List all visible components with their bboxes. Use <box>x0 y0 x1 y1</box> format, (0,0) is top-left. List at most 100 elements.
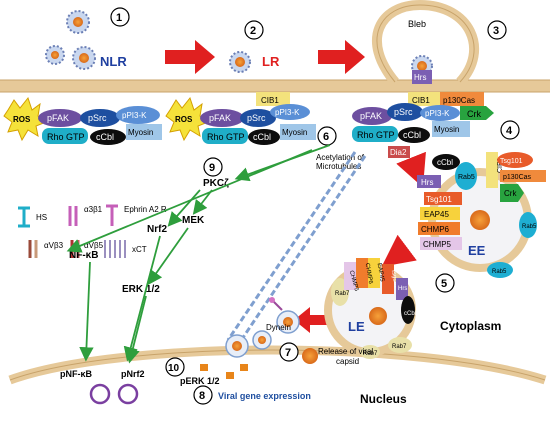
nfkb-label: NF-κB <box>69 250 98 261</box>
hrs-label-le: Hrs <box>398 286 407 292</box>
ros-burst-icon <box>3 96 48 142</box>
pfak-label-2: pFAK <box>209 113 231 123</box>
legend: HS α3β1 Ephrin A2 R αVβ3 αVβ5 xCT <box>18 204 167 258</box>
chmp6-label: CHMP6 <box>421 225 450 234</box>
virus-icon <box>45 10 433 77</box>
crk-label-ee: Crk <box>504 189 517 198</box>
pfak-label: pFAK <box>47 113 69 123</box>
ccbl-label-le: cCbl <box>404 311 416 317</box>
tsg101-label: Tsg101 <box>500 158 523 165</box>
myosin-label-3: Myosin <box>434 125 459 134</box>
erk-label: ERK 1/2 <box>122 284 160 295</box>
ppi3k-label-3: pPI3-K <box>425 109 450 118</box>
le-label: LE <box>348 319 365 334</box>
legend-avb3: αVβ3 <box>44 241 64 250</box>
legend-xct: xCT <box>132 245 147 254</box>
mek-label: MEK <box>182 215 205 226</box>
ros-label: ROS <box>13 115 31 124</box>
chmp5-label: CHMP5 <box>423 240 452 249</box>
myosin-label-2: Myosin <box>282 128 307 137</box>
plasma-membrane <box>0 79 550 93</box>
myosin-label: Myosin <box>128 128 153 137</box>
ros-burst-icon <box>165 96 210 142</box>
eap45-label: EAP45 <box>424 210 449 219</box>
p130cas-label-ee: p130Cas <box>503 174 532 181</box>
rho-gtp-label-2: Rho GTP <box>207 132 245 142</box>
pnfkb-label: pNF-κB <box>60 369 93 379</box>
p130cas-label: p130Cas <box>443 96 475 105</box>
release-label-1: Release of viral <box>318 347 373 356</box>
lr-label: LR <box>262 54 280 69</box>
chmp6-label-le: CHMP6 <box>364 263 374 285</box>
step-9: 9 <box>209 162 215 174</box>
release-label-2: capsid <box>336 357 359 366</box>
rab7-label: Rab7 <box>335 291 350 297</box>
psrc-label-2: pSrc <box>247 113 266 123</box>
legend-hs: HS <box>36 213 47 222</box>
early-endosome: EE Hrs cCbl Rab5 CIB1 Tsg101 p130Cas Crk… <box>417 152 546 278</box>
capsid-icon <box>470 210 490 230</box>
step-5: 5 <box>441 278 447 290</box>
pkcz-label: PKCζ <box>203 178 229 189</box>
crk-label: Crk <box>467 109 481 119</box>
ccbl-label-ee: cCbl <box>437 158 453 167</box>
viral-expression-label: Viral gene expression <box>218 391 311 401</box>
rab7-label-le-3: Rab7 <box>363 351 378 357</box>
green-arrow-icon <box>66 144 331 364</box>
cytoplasm-label: Cytoplasm <box>440 319 501 333</box>
ppi3k-label: pPI3-K <box>122 111 147 120</box>
pfak-label-3: pFAK <box>360 111 382 121</box>
step-7: 7 <box>285 347 291 359</box>
cib1-label-ee: CIB1 <box>497 157 504 173</box>
ee-label: EE <box>468 243 486 258</box>
late-endosome: LE Rab7 CHMP5 CHMP6 EAP45 Tsg101 Hrs cCb… <box>324 258 416 359</box>
rho-gtp-label-3: Rho GTP <box>357 130 395 140</box>
step-3: 3 <box>493 25 499 37</box>
bleb-membrane: Bleb <box>372 0 480 86</box>
rab5-label-ee-2: Rab5 <box>522 224 537 230</box>
legend-ephrin: Ephrin A2 R <box>124 205 167 214</box>
nuclear-factors: pNF-κB pNrf2 pERK 1/2 <box>60 364 248 405</box>
chmp5-label-le: CHMP5 <box>348 270 359 292</box>
ccbl-label-2: cCbl <box>253 132 271 142</box>
legend-avb5: αVβ5 <box>84 241 104 250</box>
rho-gtp-label: Rho GTP <box>47 132 85 142</box>
nrf2-label: Nrf2 <box>147 224 167 235</box>
nlr-label: NLR <box>100 54 127 69</box>
panel-3-signaling: Hrs CIB1 p130Cas pFAK pSrc pPI3-K Crk Rh… <box>352 70 494 158</box>
hrs-label-ee: Hrs <box>421 178 433 187</box>
step-markers: 1 2 3 4 5 6 7 8 9 10 <box>110 7 520 405</box>
step-2: 2 <box>250 25 256 37</box>
ccbl-label: cCbl <box>96 132 114 142</box>
red-arrow-icon <box>165 40 365 74</box>
pnrf2-label: pNrf2 <box>121 369 145 379</box>
tsg101-label-le: Tsg101 <box>390 269 399 290</box>
perk-label: pERK 1/2 <box>180 376 220 386</box>
legend-a3b1: α3β1 <box>84 205 103 214</box>
acetylation-label: Acetylation of <box>316 153 365 162</box>
hrs-label: Hrs <box>414 73 426 82</box>
capsid-icon <box>369 307 387 325</box>
dia2-label: Dia2 <box>390 148 407 157</box>
psrc-label: pSrc <box>88 113 107 123</box>
step-8: 8 <box>199 390 205 402</box>
step-6: 6 <box>323 131 329 143</box>
eap45-label-le: EAP45 <box>376 263 385 283</box>
tsg101-label-ee-2: Tsg101 <box>426 195 452 204</box>
cib1-label-3: CIB1 <box>412 96 430 105</box>
panel-2-signaling: ROS CIB1 pFAK pSrc pPI3-K Rho GTP cCbl M… <box>165 92 316 145</box>
step-1: 1 <box>116 12 122 24</box>
cib1-label: CIB1 <box>261 96 279 105</box>
nuclear-membrane <box>8 345 547 385</box>
bleb-label: Bleb <box>408 19 426 29</box>
nucleus-label: Nucleus <box>360 392 407 406</box>
rab5-label-ee-3: Rab5 <box>492 269 507 275</box>
psrc-label-3: pSrc <box>394 107 413 117</box>
step-4: 4 <box>506 125 513 137</box>
panel-1-signaling: ROS pFAK pSrc pPI3-K Rho GTP cCbl Myosin <box>3 96 162 145</box>
microtubules-label: Microtubules <box>316 162 361 171</box>
dynein-label: Dynein <box>266 323 291 332</box>
ccbl-label-3: cCbl <box>403 130 421 140</box>
